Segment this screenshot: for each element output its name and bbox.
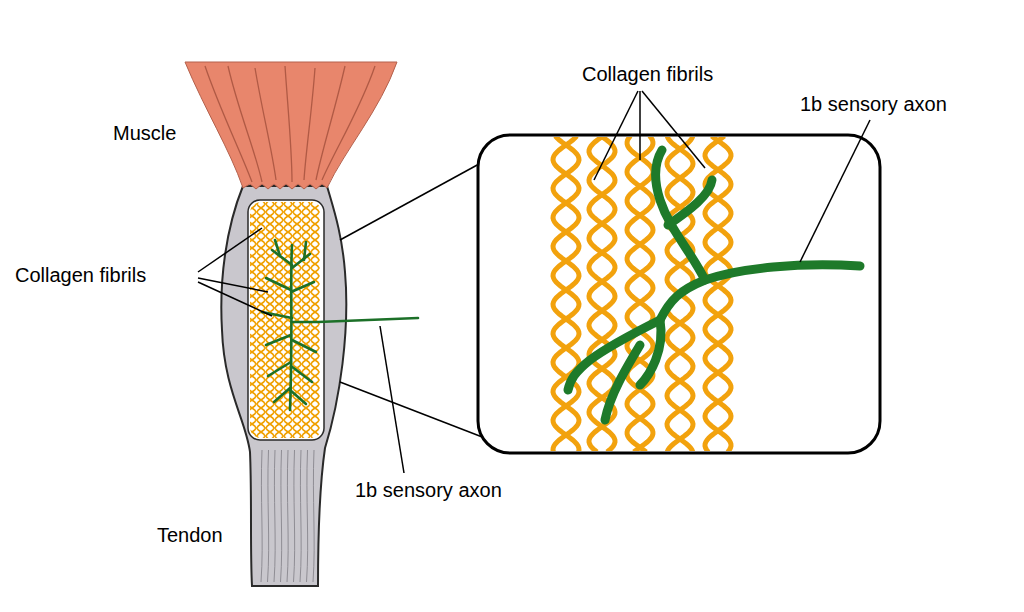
part-label: Collagen fibrils [15, 263, 146, 287]
tendon-body [221, 186, 346, 586]
tendon-fiber [300, 450, 301, 582]
inset-frame [478, 135, 880, 453]
tendon-fiber [274, 450, 275, 582]
zoom-line [340, 158, 490, 240]
leader-lines [198, 91, 870, 473]
axon-zoom [568, 150, 860, 420]
collagen-fibril [275, 202, 283, 438]
part-label: Muscle [113, 121, 176, 145]
tendon-fiber [281, 450, 282, 582]
collagen-fibril [553, 137, 579, 451]
collagen-fibril [284, 202, 292, 438]
collagen-fibril [275, 202, 283, 438]
collagen-fibril [627, 137, 653, 451]
muscle-striations [205, 66, 375, 182]
collagen-fibril [293, 202, 301, 438]
collagen-fibril [311, 202, 319, 438]
collagen-fibril [284, 202, 292, 438]
tendon-fiber [307, 450, 308, 582]
zoom-line [340, 382, 490, 440]
collagen-mesh [250, 202, 319, 438]
muscle-belly [185, 62, 397, 189]
collagen-fibril [257, 202, 265, 438]
part-label: 1b sensory axon [800, 92, 947, 116]
tendon-fibers [261, 450, 314, 582]
axon-branches [262, 240, 418, 410]
tendon-fiber [294, 450, 295, 582]
collagen-fibril [627, 137, 653, 451]
tendon-fiber [268, 450, 269, 582]
collagen-fibril [293, 202, 301, 438]
collagen-fibril [266, 202, 274, 438]
capsule [248, 200, 324, 440]
tendon-fiber [313, 450, 314, 582]
tendon-fiber [261, 450, 262, 582]
collagen-fibril [311, 202, 319, 438]
collagen-fibril [266, 202, 274, 438]
collagen-fibril [250, 202, 256, 438]
part-label: Tendon [157, 523, 223, 547]
collagen-fibril [257, 202, 265, 438]
tendon-fiber [287, 450, 288, 582]
part-label: Collagen fibrils [582, 62, 713, 86]
part-label: 1b sensory axon [355, 478, 502, 502]
collagen-fibril [250, 202, 256, 438]
collagen-fibril [553, 137, 579, 451]
collagen-fibrils-zoom [553, 137, 731, 451]
